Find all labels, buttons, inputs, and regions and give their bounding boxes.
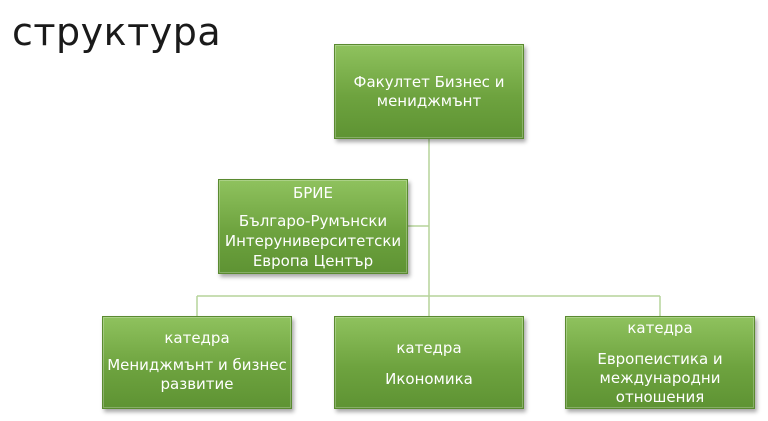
org-node-faculty: Факултет Бизнес и мениджмънт — [334, 44, 524, 139]
node-text-line: Икономика — [385, 370, 473, 388]
org-node-department-management: катедра Мениджмънт и бизнес развитие — [102, 316, 292, 409]
node-text-line: международни — [599, 369, 721, 387]
node-text-line: мениджмънт — [376, 92, 482, 110]
node-text-line: Българо-Румънски — [238, 212, 388, 230]
node-text-line: Факултет Бизнес и — [353, 73, 505, 91]
node-text-line: катедра — [164, 329, 230, 347]
org-node-department-economics: катедра Икономика — [334, 316, 524, 409]
node-text-line: Интеруниверситетски — [224, 232, 402, 250]
slide-title: структура — [12, 10, 222, 54]
node-text-line: БРИЕ — [292, 184, 334, 202]
node-text-line: Европа Център — [252, 252, 374, 270]
node-text-line: катедра — [627, 319, 693, 337]
org-node-brie: БРИЕ Българо-Румънски Интеруниверситетск… — [218, 179, 408, 274]
node-text-line: Мениджмънт и бизнес — [107, 356, 287, 374]
node-text-line: Европеистика и — [597, 350, 723, 368]
node-text-line: катедра — [396, 339, 462, 357]
node-text-line: отношения — [615, 388, 705, 406]
org-node-department-european-studies: катедра Европеистика и международни отно… — [565, 316, 755, 409]
node-text-line: развитие — [160, 375, 234, 393]
